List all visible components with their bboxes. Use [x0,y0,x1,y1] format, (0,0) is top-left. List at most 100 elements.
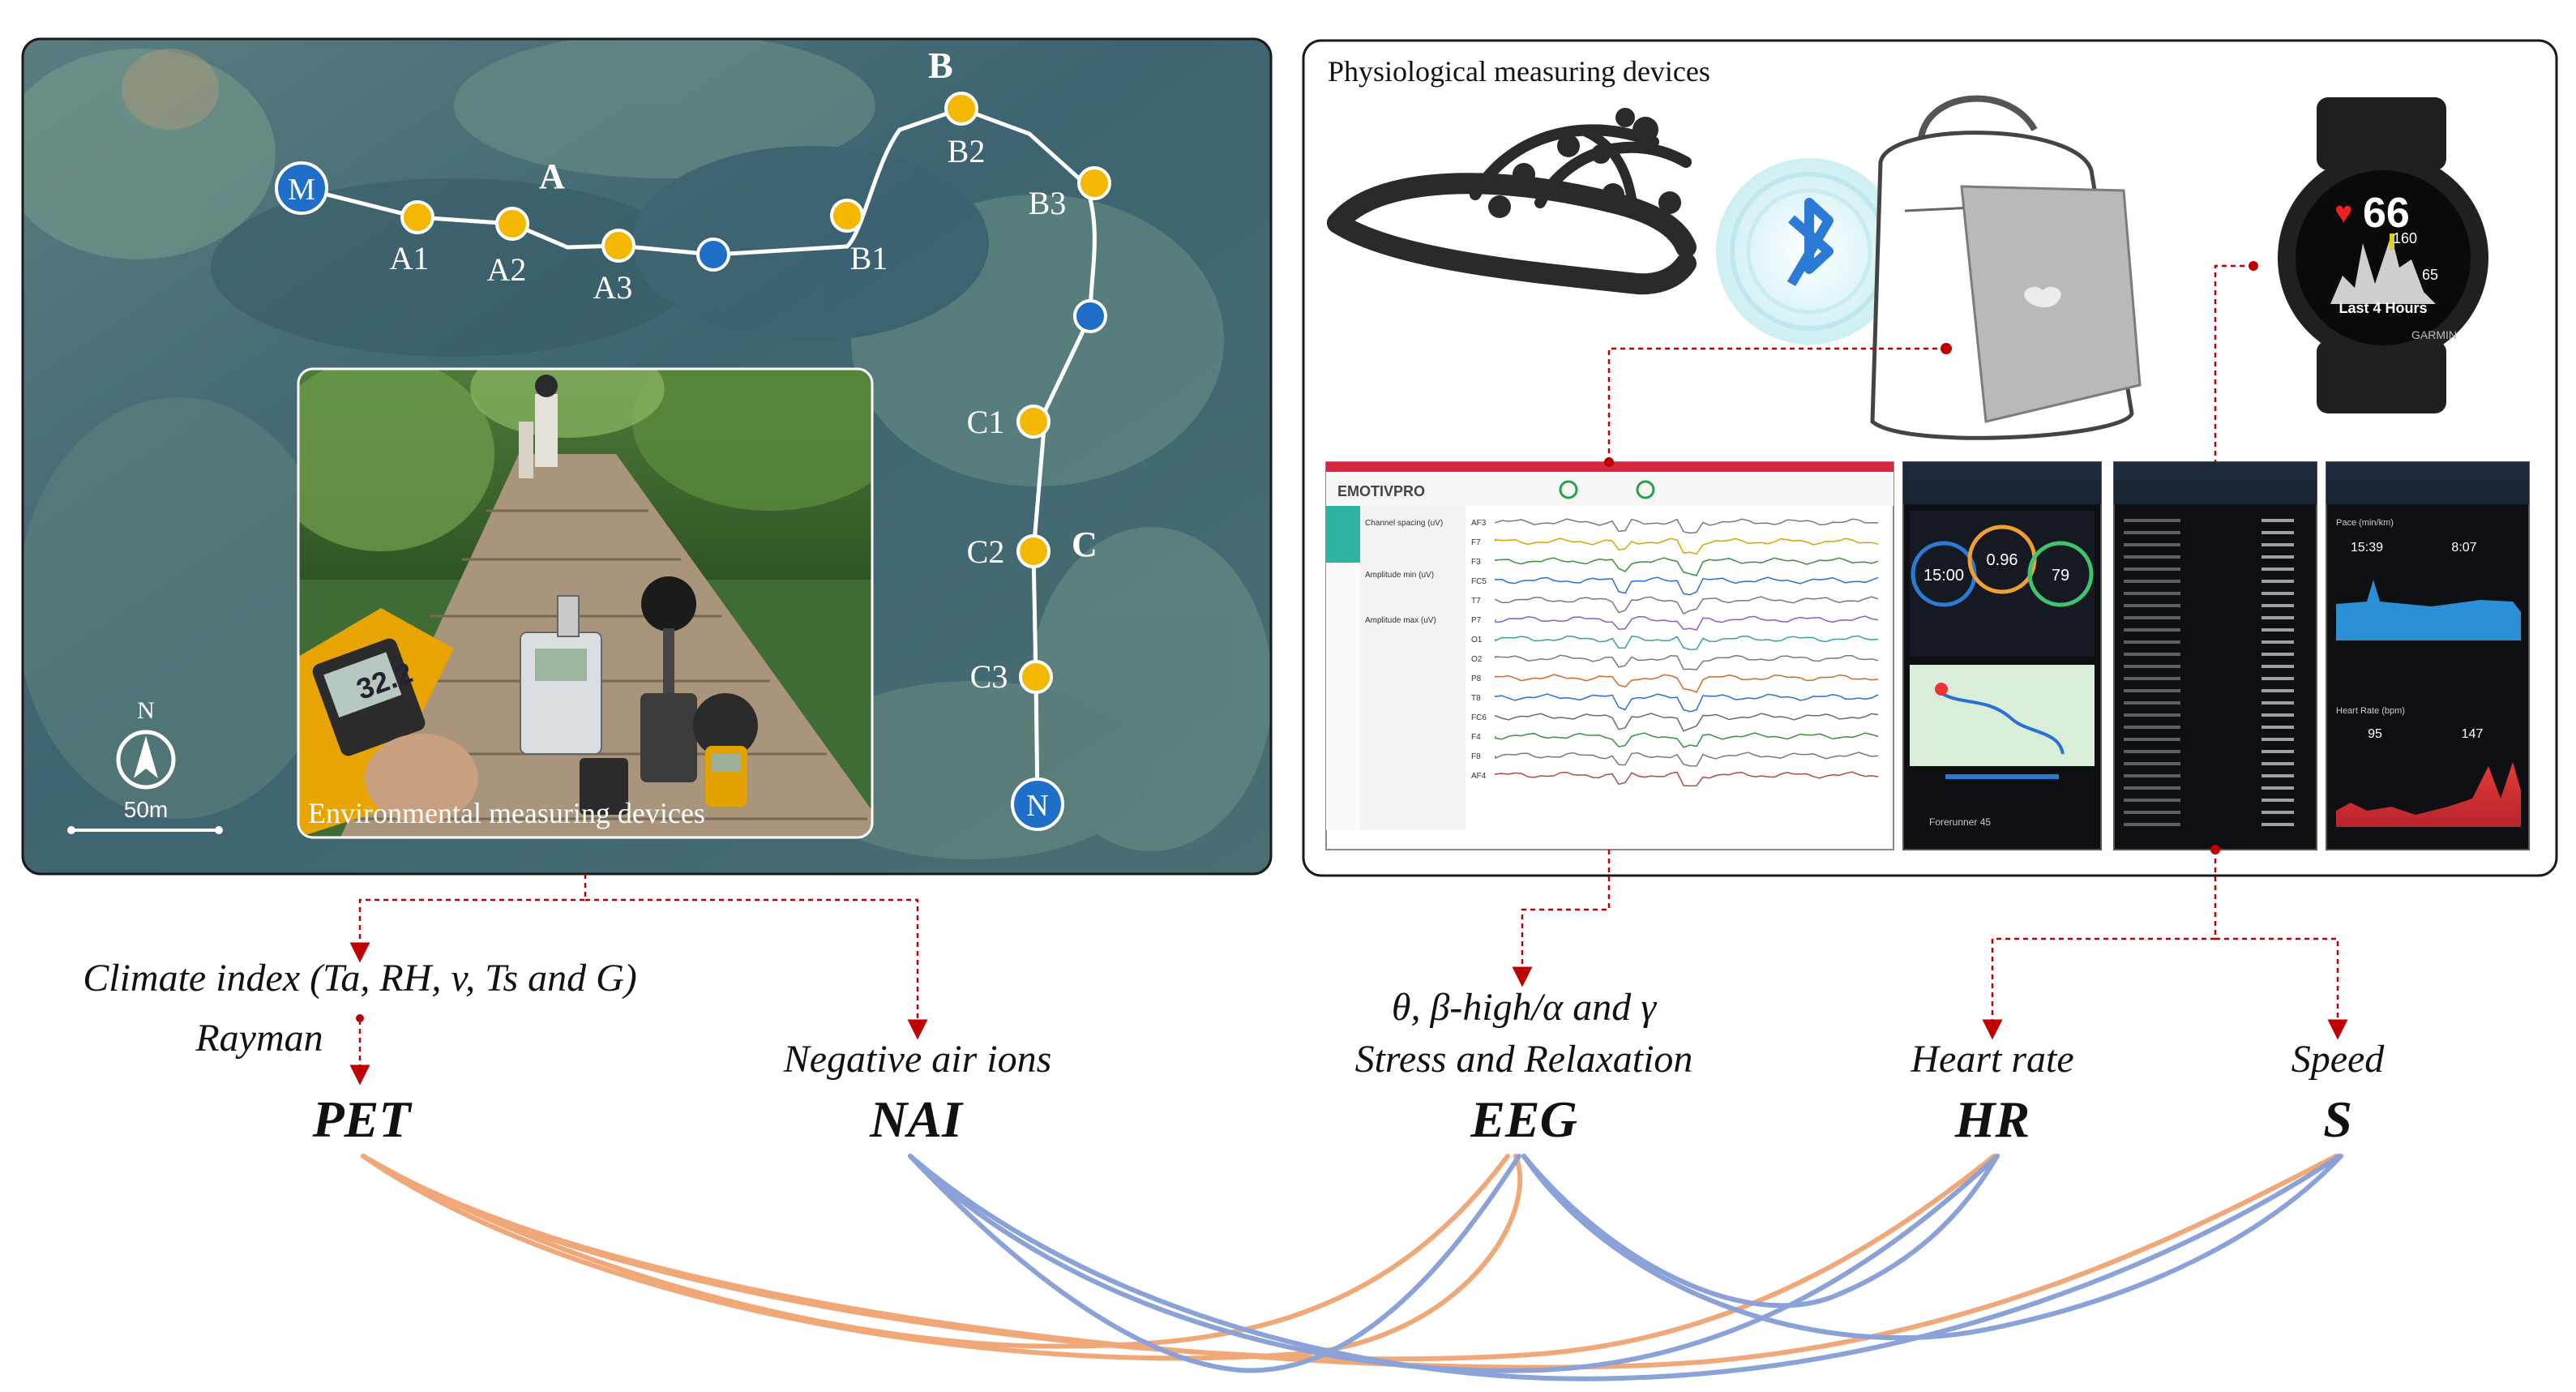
stat-row-value [2261,592,2294,595]
svg-text:FC5: FC5 [1471,577,1487,586]
eeg-trace [1495,732,1879,748]
correlation-links [361,1154,2343,1381]
svg-text:N: N [137,697,155,724]
pace-title: Pace (min/km) [2336,518,2394,528]
hr-label: HR [1954,1090,2030,1148]
stat-row-value [2261,738,2294,741]
stat-row-label [2124,519,2180,522]
watch-low: 65 [2422,267,2438,283]
stat-row-label [2124,628,2180,632]
phone1-distance: 0.96 [1987,551,2018,569]
stat-row-value [2261,568,2294,571]
svg-text:T8: T8 [1471,694,1481,703]
link-nai-s [908,1154,2342,1381]
svg-text:F7: F7 [1471,538,1481,547]
phone1-calories: 79 [2052,567,2069,585]
stat-row-label [2124,604,2180,607]
stat-row-label [2124,677,2180,680]
stat-row-value [2261,762,2294,765]
backpack-with-laptop [1870,95,2142,440]
stat-row-label [2124,653,2180,656]
svg-text:P8: P8 [1471,675,1482,683]
stat-row-label [2124,640,2180,644]
stat-row-label [2124,823,2180,826]
stat-row-value [2261,543,2294,546]
anemometer [693,693,758,807]
garmin-watch: ♥ 66 160 65 Last 4 Hours GARMIN [2249,97,2488,413]
stat-row-value [2261,555,2294,559]
eeg-trace [1495,557,1879,576]
eeg-trace [1495,771,1879,787]
pet-subtitle-1: Climate index (Ta, RH, v, Ts and G) [83,957,637,1000]
point-label-a3: A3 [593,269,633,306]
stat-row-label [2124,616,2180,619]
route-midpoint [696,238,730,272]
point-label-b2: B2 [948,133,986,169]
nai-label: NAI [869,1090,964,1148]
svg-text:Amplitude max (uV): Amplitude max (uV) [1365,616,1436,625]
environment-photo: 32.2 [298,369,872,837]
eeg-trace [1495,713,1879,732]
stat-row-label [2124,750,2180,753]
link-pet-eeg [361,1154,1523,1361]
physio-title: Physiological measuring devices [1328,55,1710,88]
link-nai-hr [908,1154,2000,1373]
watch-heart-icon: ♥ [2334,196,2353,230]
stat-row-value [2261,677,2294,680]
globe-thermometer [640,576,697,782]
link-eeg-s [1521,1154,2343,1341]
stat-row-value [2261,580,2294,583]
stat-row-label [2124,568,2180,571]
point-label-a1: A1 [390,240,430,276]
dashed-connectors [349,264,2348,1086]
phone-screen-charts: Pace (min/km) 15:39 8:07 Heart Rate (bpm… [2326,461,2530,850]
svg-text:N: N [1026,789,1048,823]
stat-row-value [2261,811,2294,814]
section-label-a: A [539,156,565,196]
stat-row-value [2261,689,2294,692]
pace-value-1: 15:39 [2351,541,2383,555]
stat-row-value [2261,665,2294,668]
stat-row-label [2124,786,2180,790]
stat-row-value [2261,786,2294,790]
stat-row-label [2124,811,2180,814]
environment-caption: Environmental measuring devices [308,797,705,829]
eeg-traces [1495,518,1879,787]
watch-brand: GARMIN [2411,328,2457,341]
section-label-b: B [928,45,953,86]
link-pet-nai [361,1154,1510,1349]
svg-text:AF3: AF3 [1471,519,1487,528]
stat-row-label [2124,738,2180,741]
point-label-b1: B1 [850,240,888,276]
weather-station-device [520,595,602,755]
eeg-trace [1495,674,1879,693]
route-midpoint [1073,299,1107,333]
physio-panel: Physiological measuring devices [1302,39,2558,877]
stat-row-value [2261,774,2294,777]
end-point-n: N [1011,777,1064,831]
stat-row-label [2124,531,2180,534]
speed-subtitle: Speed [2291,1038,2386,1081]
stat-row-label [2124,665,2180,668]
eeg-trace [1495,635,1879,650]
eeg-trace [1495,538,1879,555]
stat-row-label [2124,726,2180,729]
nai-subtitle: Negative air ions [783,1038,1052,1081]
eeg-subtitle-2: Stress and Relaxation [1355,1038,1693,1081]
speed-label: S [2323,1090,2352,1148]
svg-text:Channel spacing (uV): Channel spacing (uV) [1365,519,1443,528]
stat-row-value [2261,604,2294,607]
stat-row-label [2124,543,2180,546]
hr-value-2: 147 [2462,727,2484,741]
stat-row-label [2124,580,2180,583]
eeg-trace [1495,576,1879,596]
link-pet-hr [361,1154,1996,1362]
phone1-time: 15:00 [1923,567,1964,585]
stat-row-value [2261,713,2294,717]
eeg-headset [1327,108,1697,295]
eeg-trace [1495,615,1879,631]
section-label-c: C [1072,525,1098,564]
eeg-trace [1495,654,1879,670]
